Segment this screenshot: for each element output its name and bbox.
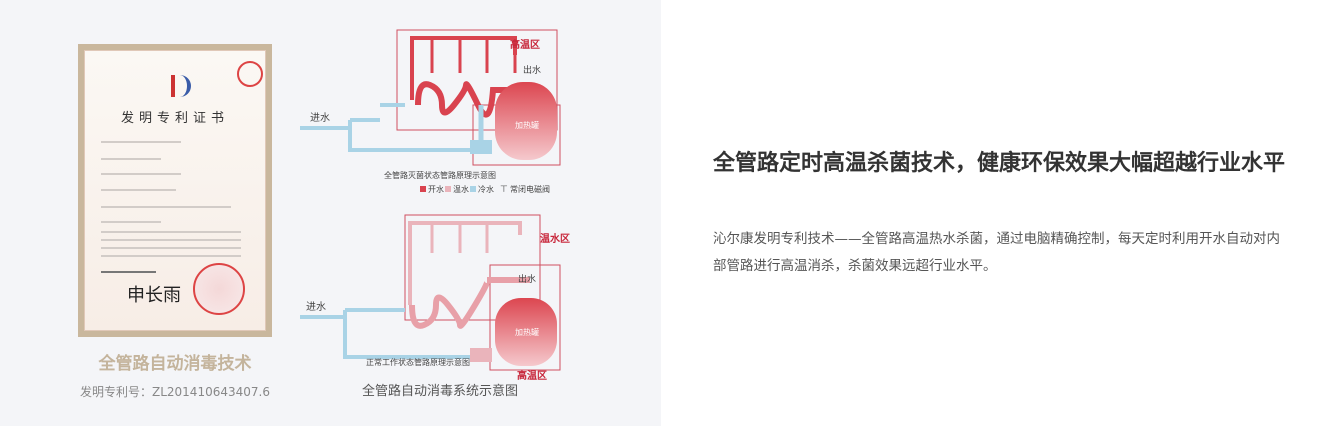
bottom-diagram-caption: 正常工作状态管路原理示意图 (366, 357, 470, 367)
zone-warm-label: 温水区 (540, 232, 570, 245)
signature: 申长雨 (127, 285, 181, 306)
legend-valve: 常闭电磁阀 (510, 184, 550, 194)
legend-cold: 冷水 (478, 184, 494, 194)
heating-tank (495, 82, 557, 160)
outlet-label: 出水 (523, 64, 541, 76)
official-seal (193, 263, 245, 315)
inlet-label: 进水 (306, 301, 326, 313)
tank-label: 加热罐 (515, 120, 539, 130)
legend: 开水 温水 冷水 ⊤常闭电磁阀 (420, 184, 550, 195)
top-diagram-caption: 全管路灭菌状态管路原理示意图 (384, 170, 496, 180)
valve-icon: ⊤ (500, 185, 508, 195)
inlet-label: 进水 (310, 112, 330, 124)
article-body: 沁尔康发明专利技术——全管路高温热水杀菌，通过电脑精确控制，每天定时利用开水自动… (713, 231, 1280, 274)
patent-certificate-image: 发明专利证书 申长雨 (78, 44, 272, 337)
heating-tank (495, 298, 557, 366)
certificate-caption: 全管路自动消毒技术 (98, 354, 252, 374)
certificate-title: 发明专利证书 (120, 111, 229, 126)
pipeline-diagram: 高温区 出水 进水 加热罐 全管路灭菌状态管路原理示意图 开水 温水 冷水 ⊤常… (300, 29, 570, 380)
diagram-title: 全管路自动消毒系统示意图 (361, 384, 518, 399)
tank-label: 加热罐 (515, 327, 539, 337)
legend-warm: 温水 (453, 184, 469, 194)
legend-hot: 开水 (428, 184, 444, 194)
normal-state-diagram: 温水区 高温区 出水 进水 加热罐 正常工作状态管路原理示意图 (300, 214, 570, 380)
patent-logo-icon (171, 75, 191, 97)
article-heading: 全管路定时高温杀菌技术，健康环保效果大幅超越行业水平 (713, 151, 1286, 176)
zone-high-label: 高温区 (517, 369, 547, 380)
illustration-panel: 发明专利证书 申长雨 全管路自动消毒技术 发明专利号：ZL20141064340… (0, 0, 661, 426)
sterilization-state-diagram: 高温区 出水 进水 加热罐 全管路灭菌状态管路原理示意图 开水 温水 冷水 ⊤常… (300, 29, 561, 195)
outlet-label: 出水 (518, 273, 536, 285)
patent-number: 发明专利号：ZL201410643407.6 (80, 385, 270, 399)
zone-high-label: 高温区 (510, 38, 540, 51)
